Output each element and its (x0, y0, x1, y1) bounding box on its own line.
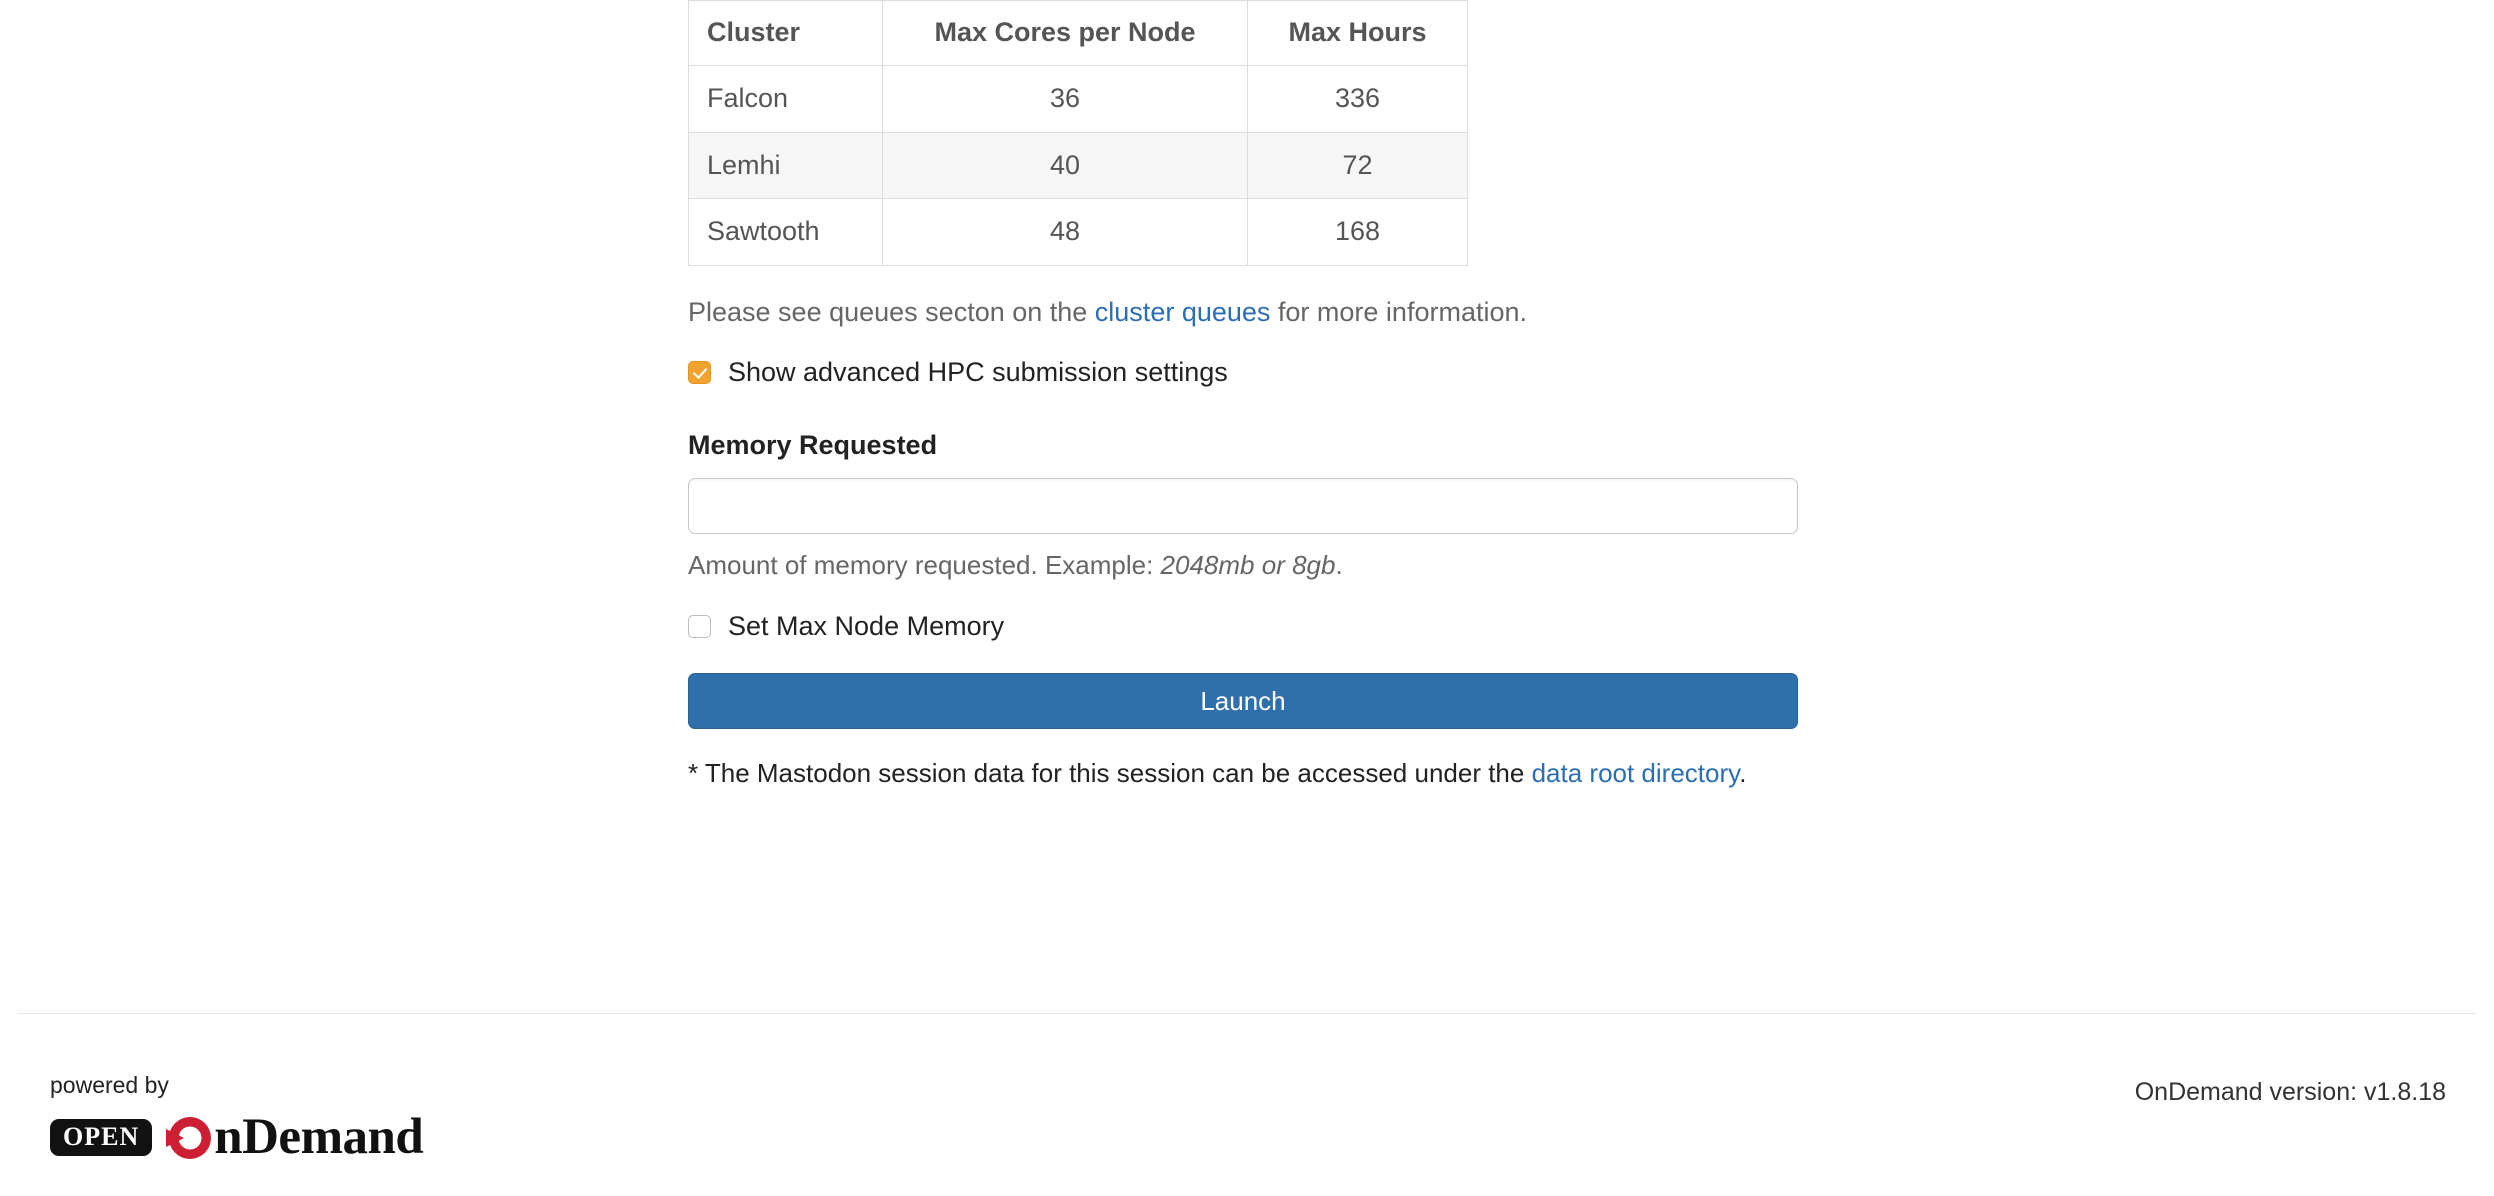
footnote-text-after: . (1739, 757, 1747, 788)
ondemand-o-mark-icon (166, 1114, 214, 1162)
max-node-memory-label: Set Max Node Memory (728, 610, 1005, 641)
queues-note-text-after: for more information. (1270, 297, 1527, 328)
table-row: Falcon 36 336 (688, 64, 1468, 133)
footer-divider (18, 1013, 2476, 1014)
memory-help-example: 2048mb or 8gb (1160, 549, 1336, 580)
memory-requested-input[interactable] (688, 477, 1798, 534)
session-data-footnote: * The Mastodon session data for this ses… (688, 753, 1798, 793)
cluster-queues-link[interactable]: cluster queues (1094, 297, 1271, 328)
cell-max-hours: 336 (1247, 64, 1468, 133)
cell-cluster: Lemhi (688, 131, 883, 200)
cluster-limits-table: Cluster Max Cores per Node Max Hours Fal… (688, 0, 1468, 267)
memory-help-before: Amount of memory requested. Example: (688, 549, 1161, 580)
launch-button[interactable]: Launch (688, 672, 1798, 729)
column-header-max-cores: Max Cores per Node (882, 0, 1248, 66)
queues-note: Please see queues secton on the cluster … (688, 292, 1798, 333)
cell-max-cores: 48 (882, 198, 1248, 267)
cell-max-cores: 36 (882, 64, 1248, 133)
ondemand-version-label: OnDemand version: v1.8.18 (2134, 1078, 2446, 1106)
table-header-row: Cluster Max Cores per Node Max Hours (688, 0, 1468, 66)
checkbox-checked-icon[interactable] (688, 360, 711, 384)
open-badge-text: OPEN (50, 1119, 153, 1156)
memory-requested-label: Memory Requested (688, 429, 938, 460)
advanced-settings-checkbox-row[interactable]: Show advanced HPC submission settings (688, 356, 1798, 387)
table-row: Lemhi 40 72 (688, 131, 1468, 200)
ondemand-wordmark: nDemand (214, 1109, 424, 1165)
column-header-cluster: Cluster (688, 0, 883, 66)
cell-cluster: Falcon (688, 64, 883, 133)
cell-max-hours: 72 (1247, 131, 1468, 200)
powered-by-label: powered by (50, 1072, 169, 1098)
memory-requested-help: Amount of memory requested. Example: 204… (688, 550, 1798, 581)
footnote-text-before: * The Mastodon session data for this ses… (688, 757, 1532, 788)
queues-note-text-before: Please see queues secton on the (688, 297, 1095, 328)
memory-help-after: . (1335, 549, 1343, 580)
advanced-settings-label: Show advanced HPC submission settings (728, 356, 1228, 387)
cell-max-cores: 40 (882, 131, 1248, 200)
page-footer: powered by OPEN nDemand OnDemand version… (0, 1022, 2494, 1196)
table-row: Sawtooth 48 168 (688, 198, 1468, 267)
checkbox-unchecked-icon[interactable] (688, 614, 711, 638)
data-root-directory-link[interactable]: data root directory (1531, 757, 1740, 788)
open-ondemand-logo: OPEN nDemand (50, 1109, 424, 1165)
cell-cluster: Sawtooth (688, 198, 883, 267)
column-header-max-hours: Max Hours (1247, 0, 1468, 66)
session-request-form: Cluster Max Cores per Node Max Hours Fal… (688, 0, 1798, 793)
cell-max-hours: 168 (1247, 198, 1468, 267)
max-node-memory-checkbox-row[interactable]: Set Max Node Memory (688, 610, 1798, 641)
